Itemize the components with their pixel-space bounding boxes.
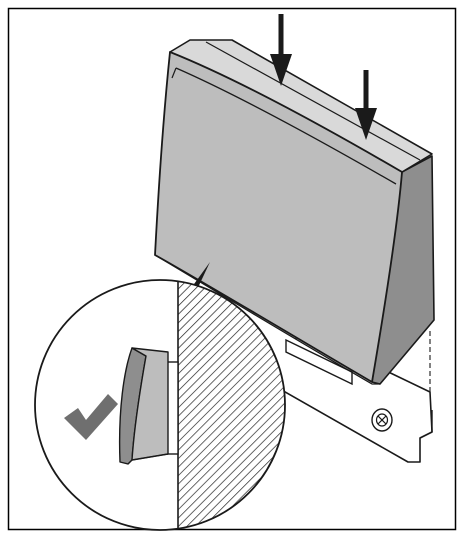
screw-right-icon <box>371 408 393 432</box>
plate-slot <box>285 338 353 386</box>
down-arrow-right-icon <box>355 70 377 140</box>
detail-circle-outline <box>34 279 286 531</box>
figure-frame <box>7 7 457 531</box>
checkmark-icon <box>64 394 118 440</box>
down-arrow-left-icon <box>270 14 292 86</box>
device-housing <box>154 39 435 385</box>
